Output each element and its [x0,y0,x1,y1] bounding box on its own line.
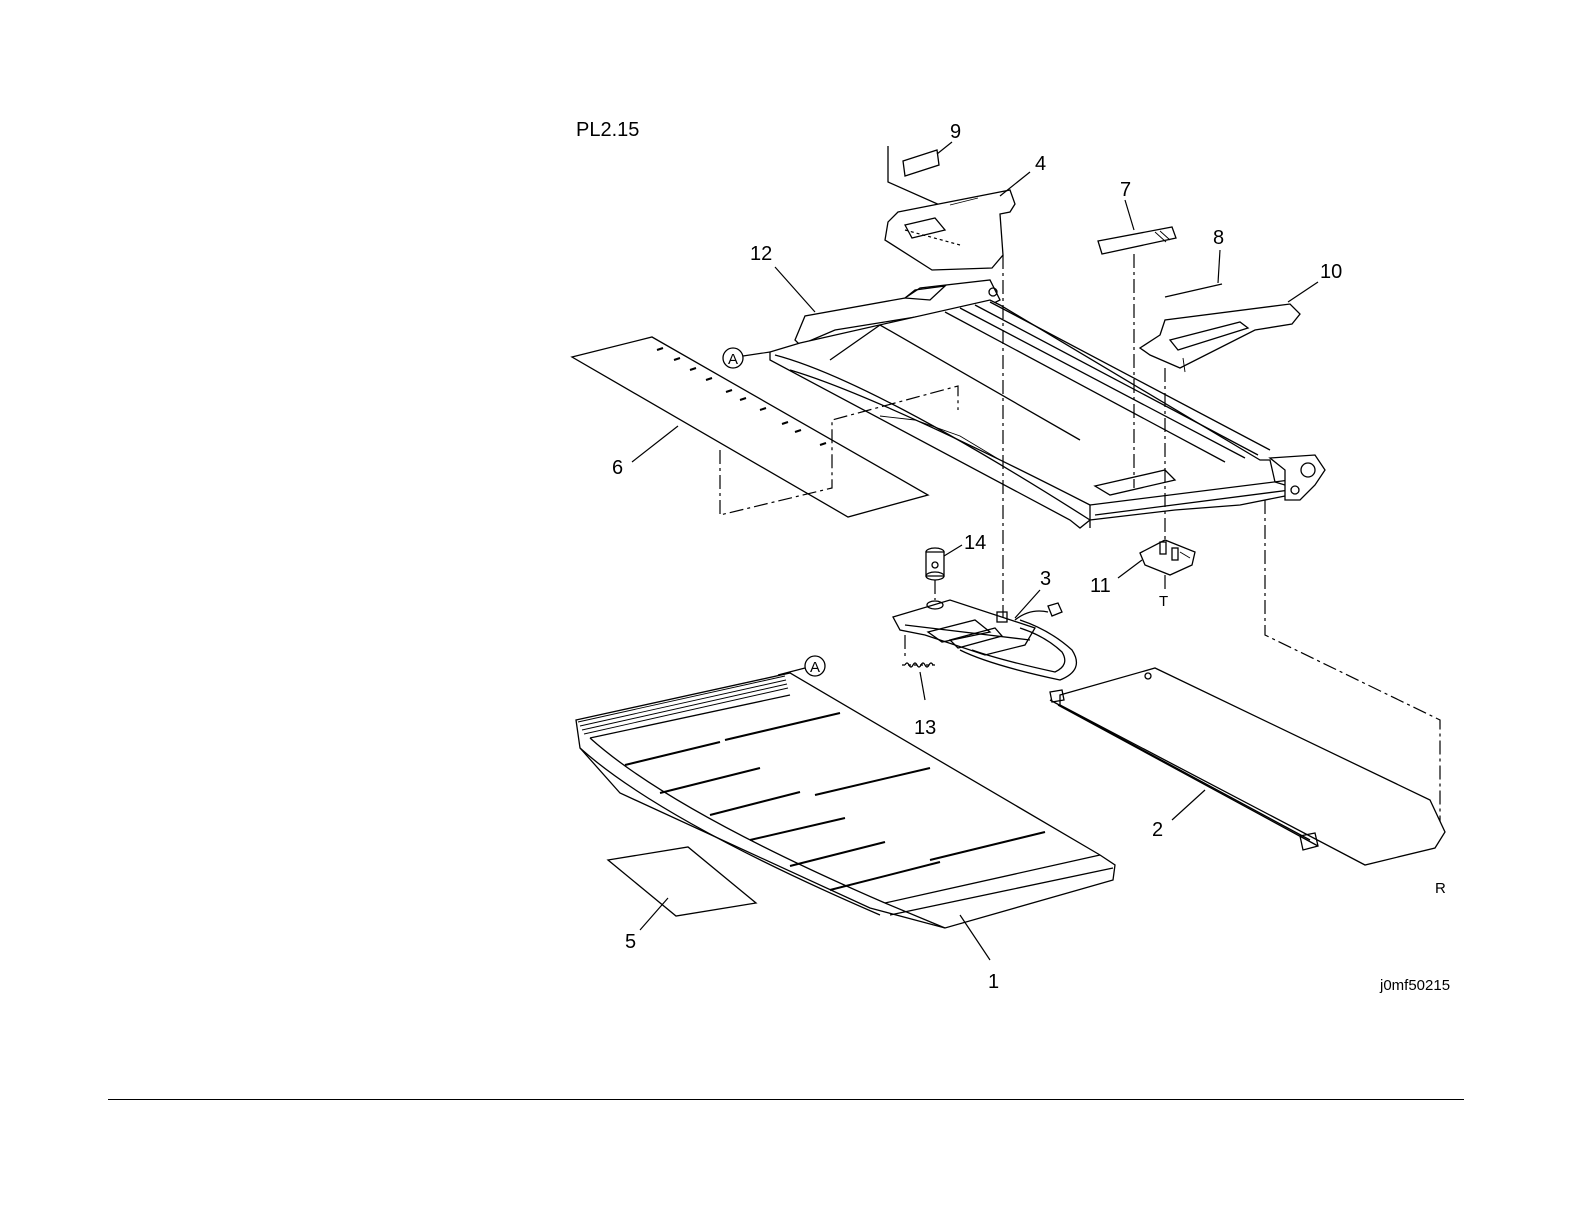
footer-rule [108,1099,1464,1100]
figure-id: j0mf50215 [1379,977,1450,994]
callout-14: 14 [964,532,986,554]
part-13-spring [902,635,938,700]
part-11-sensor [1118,540,1195,590]
callout-10: 10 [1320,261,1342,283]
callout-12: 12 [750,243,772,265]
plate-label: PL2.15 [576,119,639,141]
callout-9: 9 [950,121,961,143]
callout-6: 6 [612,457,623,479]
part-14-collar [926,545,962,600]
callout-4: 4 [1035,153,1046,175]
part-10-cover [1140,282,1318,372]
part-1-lower-tray [576,673,1115,960]
callout-5: 5 [625,931,636,953]
callout-7: 7 [1120,179,1131,201]
callout-8: 8 [1213,227,1224,249]
part-2-plate [1050,668,1445,865]
marker-a-lower: A [810,659,820,676]
reference-letter-t: T [1159,593,1168,610]
part-5-label [608,847,756,930]
part-8-strip [1165,250,1222,297]
part-4-cover [885,172,1030,270]
callout-2: 2 [1152,819,1163,841]
reference-letter-r: R [1435,880,1446,897]
callout-13: 13 [914,717,936,739]
callout-1: 1 [988,971,999,993]
part-7-label [1098,200,1176,254]
marker-a-upper: A [728,351,738,368]
callout-11: 11 [1090,575,1111,597]
callout-3: 3 [1040,568,1051,590]
